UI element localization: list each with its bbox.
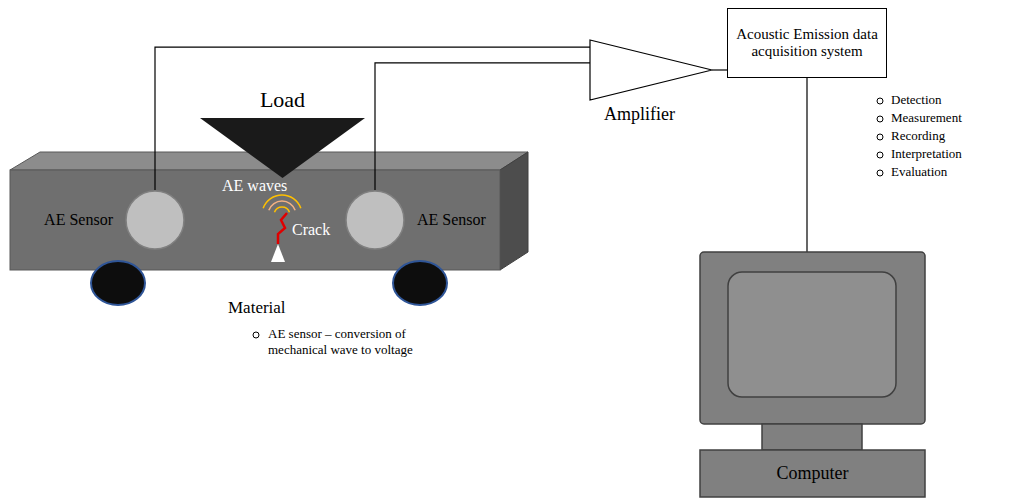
function-item: Evaluation	[891, 164, 947, 180]
bullet-mark	[877, 116, 883, 122]
bullet-mark	[877, 170, 883, 176]
crack-line	[278, 213, 287, 244]
daq-box: Acoustic Emission data acquisition syste…	[727, 8, 887, 78]
load-indicator-label: Load	[200, 87, 365, 112]
beam-front-face	[10, 170, 500, 270]
ae-sensor: AE Sensor	[345, 190, 405, 250]
material-label: Material	[228, 298, 286, 318]
load-indicator-outline	[200, 118, 365, 178]
signal-wire	[806, 78, 807, 252]
amplifier-triangle	[590, 40, 712, 100]
function-item: Detection	[891, 92, 942, 108]
wave-arc	[269, 201, 295, 210]
crack-label: Crack	[292, 220, 330, 239]
notch	[271, 244, 285, 262]
ae-sensor-outline	[345, 190, 405, 250]
bullet-mark	[877, 98, 883, 104]
monitor-screen	[728, 272, 896, 397]
support-roller	[91, 261, 145, 305]
wave-label: AE waves	[222, 176, 287, 195]
sensor-note: AE sensor – conversion of mechanical wav…	[268, 326, 458, 357]
signal-wire	[712, 69, 727, 70]
amplifier-symbol-label: Amplifier	[604, 104, 675, 125]
support-roller	[393, 261, 447, 305]
ae-sensor-outline	[125, 190, 185, 250]
function-item: Measurement	[891, 110, 962, 126]
computer-base	[700, 450, 925, 497]
signal-wire	[155, 47, 590, 190]
beam-side-face	[500, 152, 528, 270]
ae-sensor-label: AE Sensor	[44, 211, 113, 229]
computer-icon: Computer	[700, 252, 925, 497]
signal-wire	[375, 63, 590, 190]
amplifier-symbol-outline	[590, 40, 712, 100]
function-item: Recording	[891, 128, 945, 144]
load-indicator: Load	[200, 118, 365, 178]
daq-box-label: Acoustic Emission data acquisition syste…	[734, 26, 880, 61]
computer-icon-outline	[700, 252, 925, 497]
bullet-mark	[877, 134, 883, 140]
wave-arc	[263, 195, 301, 208]
monitor-stand	[762, 424, 862, 450]
ae-wave-arcs	[263, 195, 301, 212]
amplifier-symbol: Amplifier	[590, 40, 712, 100]
monitor-case	[700, 252, 925, 424]
bullet-mark	[253, 332, 259, 338]
bullet-mark	[877, 152, 883, 158]
function-item: Interpretation	[891, 146, 962, 162]
ae-sensor-label: AE Sensor	[417, 211, 486, 229]
sensor-disc	[346, 191, 404, 249]
ae-sensor: AE Sensor	[125, 190, 185, 250]
computer-icon-label: Computer	[700, 450, 925, 497]
wave-arc	[274, 207, 289, 212]
load-triangle	[200, 118, 365, 178]
sensor-disc	[126, 191, 184, 249]
